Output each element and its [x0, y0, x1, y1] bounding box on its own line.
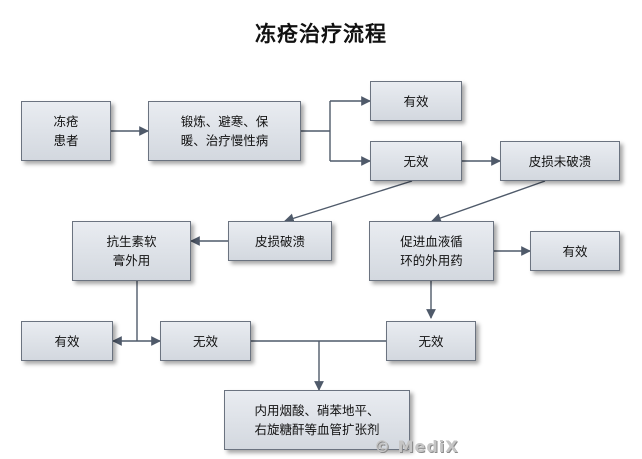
node-ineffective-1: 无效 [370, 141, 462, 181]
node-oral-drugs: 内用烟酸、硝苯地平、 右旋糖酐等血管扩张剂 [224, 390, 410, 450]
node-label: 有效 [403, 93, 429, 109]
node-effective-1: 有效 [370, 81, 462, 121]
node-circulation: 促进血液循 环的外用药 [369, 221, 494, 281]
node-skin-intact: 皮损未破溃 [500, 141, 620, 181]
node-label: 抗生素软 膏外用 [106, 234, 157, 268]
node-label: 促进血液循 环的外用药 [400, 234, 463, 268]
node-effective-2: 有效 [21, 321, 113, 361]
node-exercise: 锻炼、避寒、保 暖、治疗慢性病 [148, 101, 301, 161]
node-label: 有效 [562, 243, 588, 259]
node-label: 无效 [418, 333, 444, 349]
node-patient: 冻疮 患者 [21, 101, 111, 161]
node-label: 有效 [54, 333, 80, 349]
chart-title: 冻疮治疗流程 [255, 22, 387, 46]
node-label: 冻疮 患者 [53, 114, 79, 148]
watermark: © MediX [374, 437, 459, 456]
arrow-to-skin-ulcer [284, 180, 413, 224]
node-label: 无效 [192, 333, 218, 349]
node-label: 无效 [403, 153, 429, 169]
node-effective-3: 有效 [530, 231, 620, 271]
node-label: 皮损未破溃 [528, 153, 592, 169]
arrow-to-circulation [431, 180, 546, 223]
node-label: 内用烟酸、硝苯地平、 右旋糖酐等血管扩张剂 [254, 403, 380, 437]
node-antibiotic: 抗生素软 膏外用 [72, 221, 191, 281]
node-label: 皮损破溃 [254, 233, 305, 249]
node-ineffective-2: 无效 [160, 321, 251, 361]
node-ineffective-3: 无效 [386, 321, 476, 361]
node-skin-ulcer: 皮损破溃 [228, 221, 332, 261]
node-label: 锻炼、避寒、保 暖、治疗慢性病 [180, 114, 269, 148]
